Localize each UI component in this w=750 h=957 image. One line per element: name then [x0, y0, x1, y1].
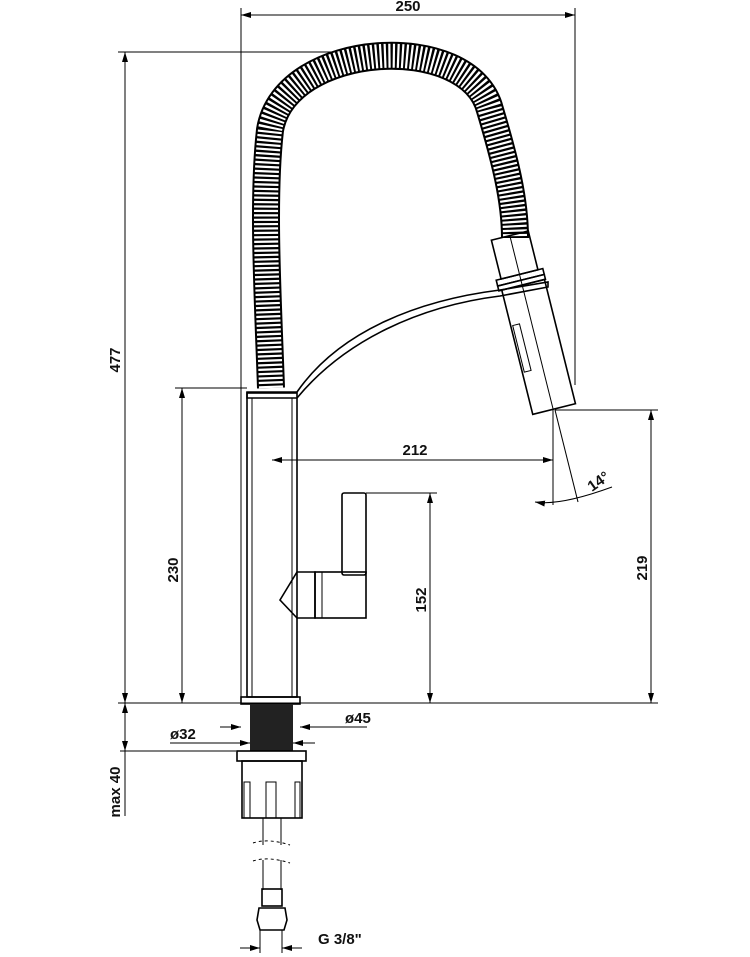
overall-width-label: 250 [395, 0, 420, 15]
handle-height-label: 152 [413, 587, 430, 612]
pull-out-sprayer [490, 230, 577, 416]
dimension-max-counter-thickness: max 40 [107, 703, 236, 817]
dimension-spray-angle: 14° [534, 409, 613, 507]
body-height-label: 230 [165, 557, 182, 582]
dimension-overall-width: 250 [240, 0, 576, 697]
spout-reach-label: 212 [402, 442, 427, 459]
outlet-height-label: 219 [634, 555, 651, 580]
dimension-spout-reach: 212 [272, 410, 554, 505]
base-diameter-label: ø45 [345, 710, 371, 727]
shank-diameter-label: ø32 [170, 726, 196, 743]
spray-angle-label: 14° [585, 468, 613, 495]
connection-thread-label: G 3/8" [318, 931, 362, 948]
dimension-outlet-height: 219 [555, 409, 658, 703]
dimension-shank-diameter: ø32 [170, 726, 315, 746]
dimension-connection-thread: G 3/8" [240, 931, 362, 951]
flexible-hose [252, 41, 529, 389]
mixer-handle [278, 492, 367, 619]
dimension-body-height: 230 [165, 387, 247, 703]
dimension-handle-height: 152 [366, 492, 437, 703]
mounting-assembly [236, 696, 307, 953]
dimension-base-diameter: ø45 [220, 710, 371, 730]
spout-arm [246, 281, 549, 399]
max-counter-thickness-label: max 40 [107, 767, 124, 818]
faucet-body [246, 392, 298, 698]
dimension-overall-height: 477 [107, 51, 385, 703]
overall-height-label: 477 [107, 347, 124, 372]
